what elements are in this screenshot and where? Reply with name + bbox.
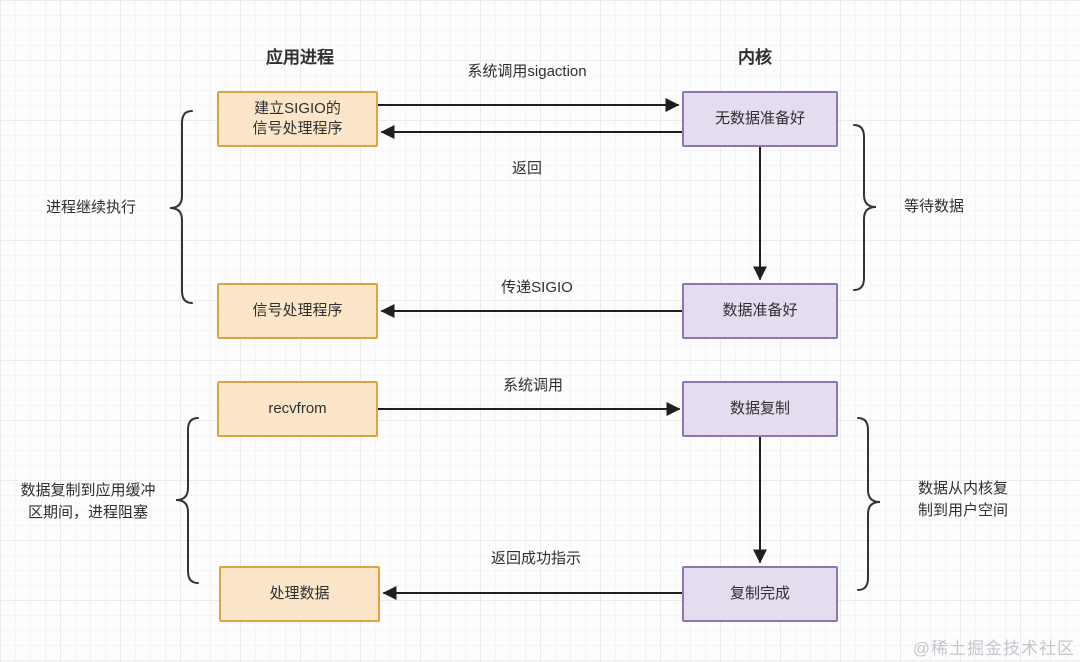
brace-label-process-continues: 进程继续执行 xyxy=(45,199,137,216)
node-no-data-ready: 无数据准备好 xyxy=(682,91,838,147)
arrow-label-return-success: 返回成功指示 xyxy=(490,550,582,567)
column-header-app: 应用进程 xyxy=(266,48,334,67)
node-recvfrom: recvfrom xyxy=(217,381,378,437)
brace-label-wait-data: 等待数据 xyxy=(903,198,965,215)
node-signal-handler: 信号处理程序 xyxy=(217,283,378,339)
arrow-label-deliver-sigio: 传递SIGIO xyxy=(501,279,573,296)
watermark: @稀土掘金技术社区 xyxy=(912,639,1075,658)
node-process-data: 处理数据 xyxy=(219,566,380,622)
node-data-ready: 数据准备好 xyxy=(682,283,838,339)
brace-kernel-to-user xyxy=(857,417,881,591)
brace-wait-data xyxy=(853,124,877,291)
arrow-label-sigaction: 系统调用sigaction xyxy=(467,63,587,80)
arrow-label-return: 返回 xyxy=(511,160,543,177)
node-data-copy: 数据复制 xyxy=(682,381,838,437)
node-copy-complete: 复制完成 xyxy=(682,566,838,622)
brace-process-continues xyxy=(169,110,193,304)
node-setup-sigio-handler: 建立SIGIO的 信号处理程序 xyxy=(217,91,378,147)
column-header-kernel: 内核 xyxy=(738,48,772,67)
brace-label-kernel-to-user: 数据从内核复 制到用户空间 xyxy=(917,480,1009,519)
brace-label-copy-blocking: 数据复制到应用缓冲 区期间，进程阻塞 xyxy=(20,482,156,521)
brace-copy-blocking xyxy=(175,417,199,584)
arrow-label-syscall: 系统调用 xyxy=(502,377,564,394)
